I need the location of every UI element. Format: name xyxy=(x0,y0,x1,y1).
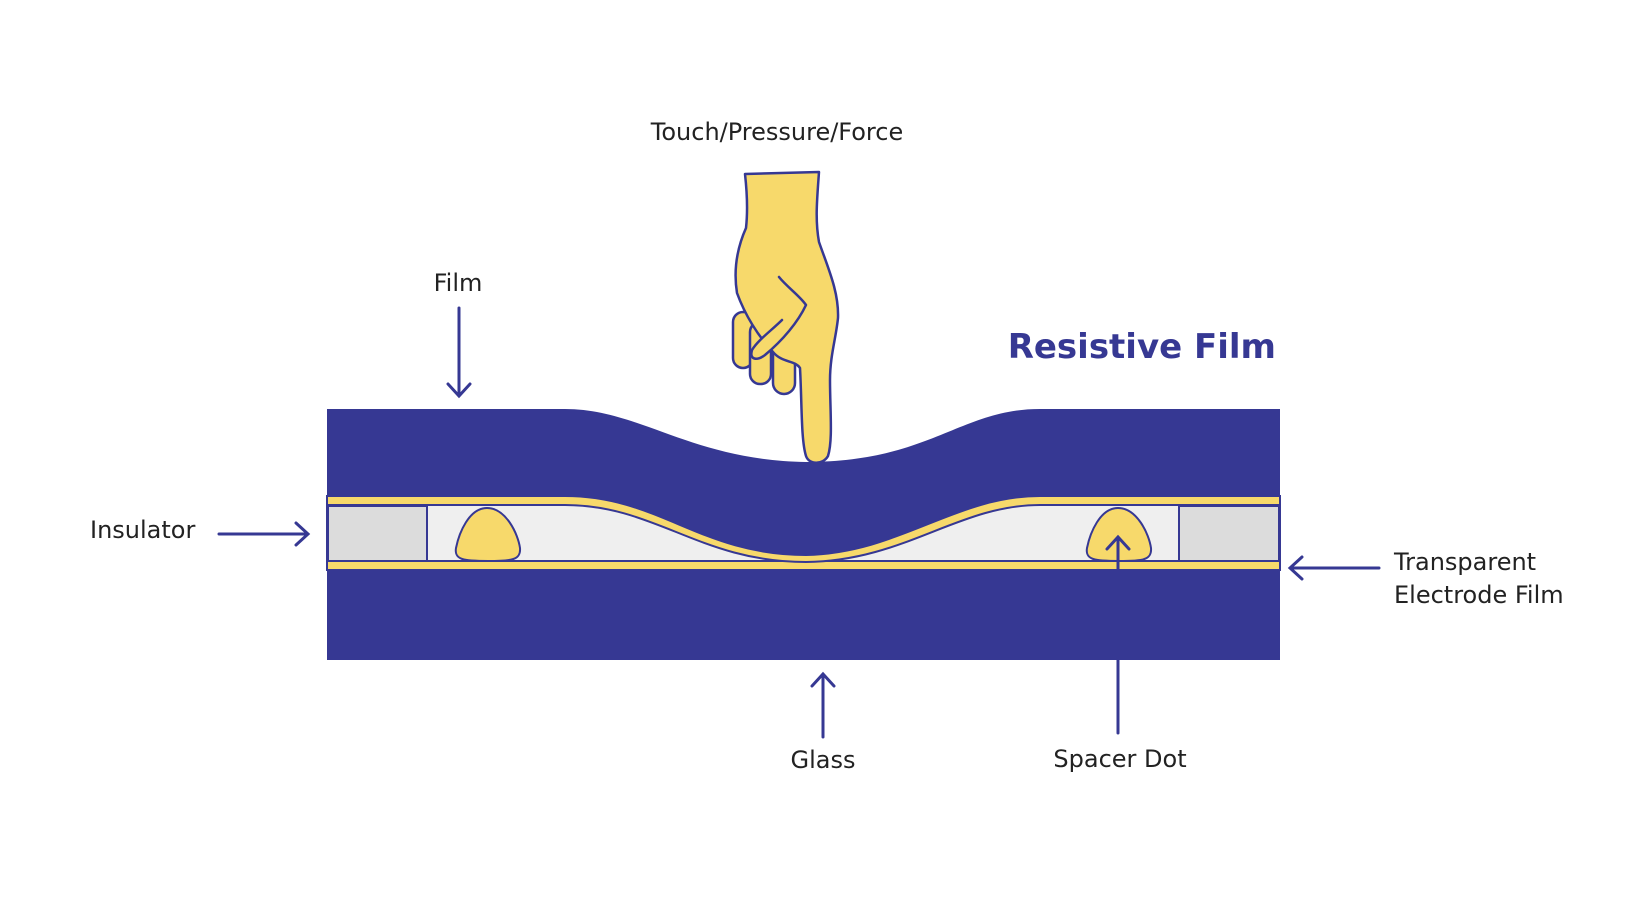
spacer-dot-label: Spacer Dot xyxy=(1053,745,1186,773)
spacer-dot-left xyxy=(454,506,522,563)
insulator-arrow xyxy=(217,521,311,547)
transparent-electrode-arrow xyxy=(1287,555,1381,581)
film-label: Film xyxy=(434,269,483,297)
top-film-layer xyxy=(327,409,1280,555)
glass-arrow xyxy=(810,671,836,739)
insulator-label: Insulator xyxy=(90,516,195,544)
spacer-dot-arrow xyxy=(1105,534,1131,735)
transparent-electrode-label-line1: Transparent xyxy=(1393,548,1536,576)
diagram-title: Resistive Film xyxy=(1008,327,1276,367)
insulator-right xyxy=(1178,505,1280,562)
transparent-electrode-label-line2: Electrode Film xyxy=(1394,581,1564,609)
glass-label: Glass xyxy=(791,746,856,774)
glass-layer xyxy=(327,567,1280,660)
force-label: Touch/Pressure/Force xyxy=(650,118,903,146)
insulator-left xyxy=(327,505,428,562)
film-arrow xyxy=(446,306,472,399)
pointing-hand-icon xyxy=(731,170,840,464)
top-electrode-film xyxy=(326,495,1281,564)
